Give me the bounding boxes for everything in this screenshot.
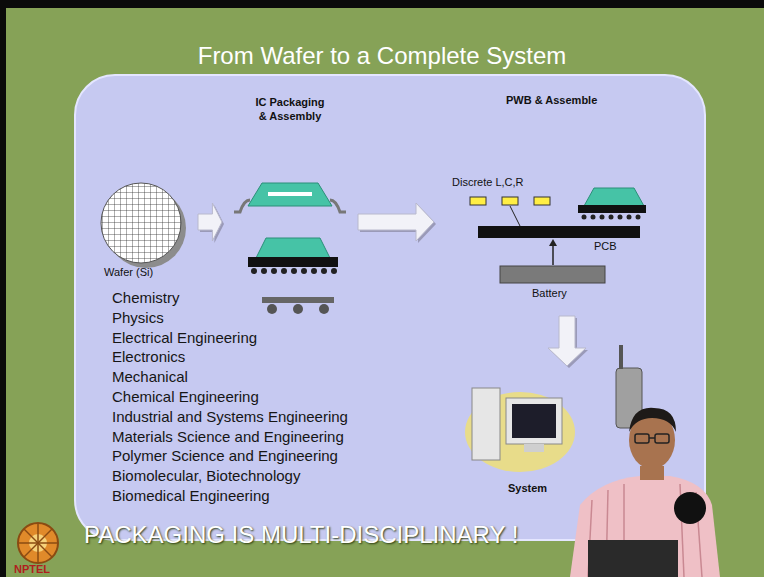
monitor: [506, 398, 562, 444]
discipline-item: Chemistry: [112, 289, 180, 306]
held-wafer: [674, 492, 706, 524]
computer-tower: [472, 388, 500, 460]
nptel-logo-spokes: [18, 523, 58, 563]
bga-package: [256, 238, 330, 258]
stage-label: System: [508, 482, 547, 496]
stage-label: Wafer (Si): [104, 266, 153, 280]
discipline-item: Chemical Engineering: [112, 388, 259, 405]
slide-caption: PACKAGING IS MULTI-DISCIPLINARY !: [84, 521, 518, 549]
leader-line: [552, 243, 554, 265]
monitor-stand: [524, 444, 544, 452]
flip-chip-bumps: [267, 304, 329, 314]
discipline-item: Biomolecular, Biotechnology: [112, 467, 300, 484]
content-panel: [75, 75, 705, 540]
discipline-item: Industrial and Systems Engineering: [112, 408, 348, 425]
solder-balls: [251, 268, 337, 274]
leader-line: [510, 206, 520, 226]
left-bar: [0, 0, 6, 577]
gull-wing-package: [248, 183, 332, 206]
leader-arrowhead: [549, 239, 557, 246]
nptel-logo: [18, 523, 58, 563]
solder-balls: [582, 215, 641, 220]
slide-title: From Wafer to a Complete System: [0, 42, 764, 70]
discipline-item: Polymer Science and Engineering: [112, 447, 338, 464]
presenter-shirt: [570, 476, 720, 577]
presenter-neck: [640, 466, 664, 480]
discrete-component: [470, 197, 486, 205]
component-label: PCB: [594, 240, 617, 253]
substrate: [578, 205, 646, 213]
stage-group: Wafer (Si): [92, 178, 192, 290]
presenter-hair: [629, 408, 676, 432]
stage-group: PWB & Assemble: [440, 88, 662, 310]
arrow-body: [358, 203, 434, 241]
discrete-component: [502, 197, 518, 205]
discipline-item: Mechanical: [112, 368, 188, 385]
pcb-board: [478, 226, 640, 238]
flip-chip: [262, 297, 334, 303]
laptop: [588, 540, 678, 577]
component-label: Discrete L,C,R: [452, 176, 524, 189]
discipline-item: Materials Science and Engineering: [112, 428, 344, 445]
flow-arrow: [358, 203, 436, 243]
phone-antenna: [619, 345, 623, 369]
flow-arrow: [198, 203, 224, 243]
flow-arrow: [548, 316, 588, 368]
top-bar: [0, 0, 764, 8]
arrow-body: [548, 316, 586, 366]
monitor-screen: [512, 404, 556, 438]
discipline-item: Electronics: [112, 348, 185, 365]
die: [268, 192, 312, 196]
stage-group: System: [462, 372, 652, 504]
discipline-item: Electrical Engineering: [112, 329, 257, 346]
stage-label: PWB & Assemble: [506, 94, 597, 108]
logo-text: NPTEL: [14, 563, 50, 576]
package-on-board: [584, 188, 644, 206]
battery: [500, 266, 605, 283]
stage-label: IC Packaging & Assembly: [250, 96, 330, 124]
arrow-body: [198, 203, 222, 241]
discipline-item: Physics: [112, 309, 164, 326]
glasses: [635, 434, 669, 443]
discipline-item: Biomedical Engineering: [112, 487, 270, 504]
wafer: [101, 183, 181, 263]
substrate: [248, 257, 338, 267]
component-label: Battery: [532, 287, 567, 300]
discrete-component: [534, 197, 550, 205]
stage-group: IC Packaging & Assembly: [228, 92, 352, 328]
